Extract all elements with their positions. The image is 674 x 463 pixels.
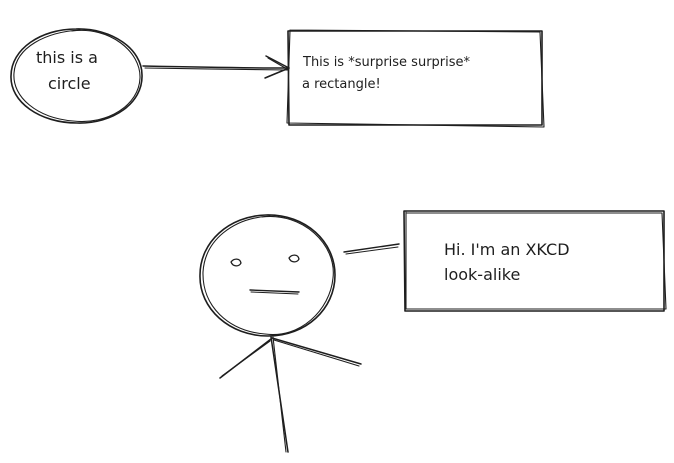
rectangle-label-line-2: a rectangle! <box>302 77 381 92</box>
circle-label: this is a circle <box>36 48 103 93</box>
connector-arrow[interactable] <box>142 55 290 79</box>
speech-box[interactable] <box>403 210 667 312</box>
speech-label-line-1: Hi. I'm an XKCD <box>444 240 570 259</box>
stick-figure[interactable] <box>199 214 362 453</box>
stick-figure-mouth <box>249 289 300 293</box>
stick-figure-left-eye <box>230 258 242 267</box>
rectangle-shape[interactable] <box>286 29 545 128</box>
speech-connector[interactable] <box>343 243 400 255</box>
rectangle-label: This is *surprise surprise* a rectangle! <box>302 55 474 92</box>
rectangle-label-line-1: This is *surprise surprise* <box>302 55 471 70</box>
circle-label-line-2: circle <box>48 74 91 93</box>
stick-figure-right-eye <box>288 254 300 263</box>
circle-label-line-1: this is a <box>36 48 98 67</box>
stick-figure-right-arm <box>271 337 362 365</box>
stick-figure-head <box>199 214 336 337</box>
circle-shape[interactable] <box>10 28 143 124</box>
speech-label-line-2: look-alike <box>444 265 520 284</box>
speech-label: Hi. I'm an XKCD look-alike <box>444 240 575 284</box>
